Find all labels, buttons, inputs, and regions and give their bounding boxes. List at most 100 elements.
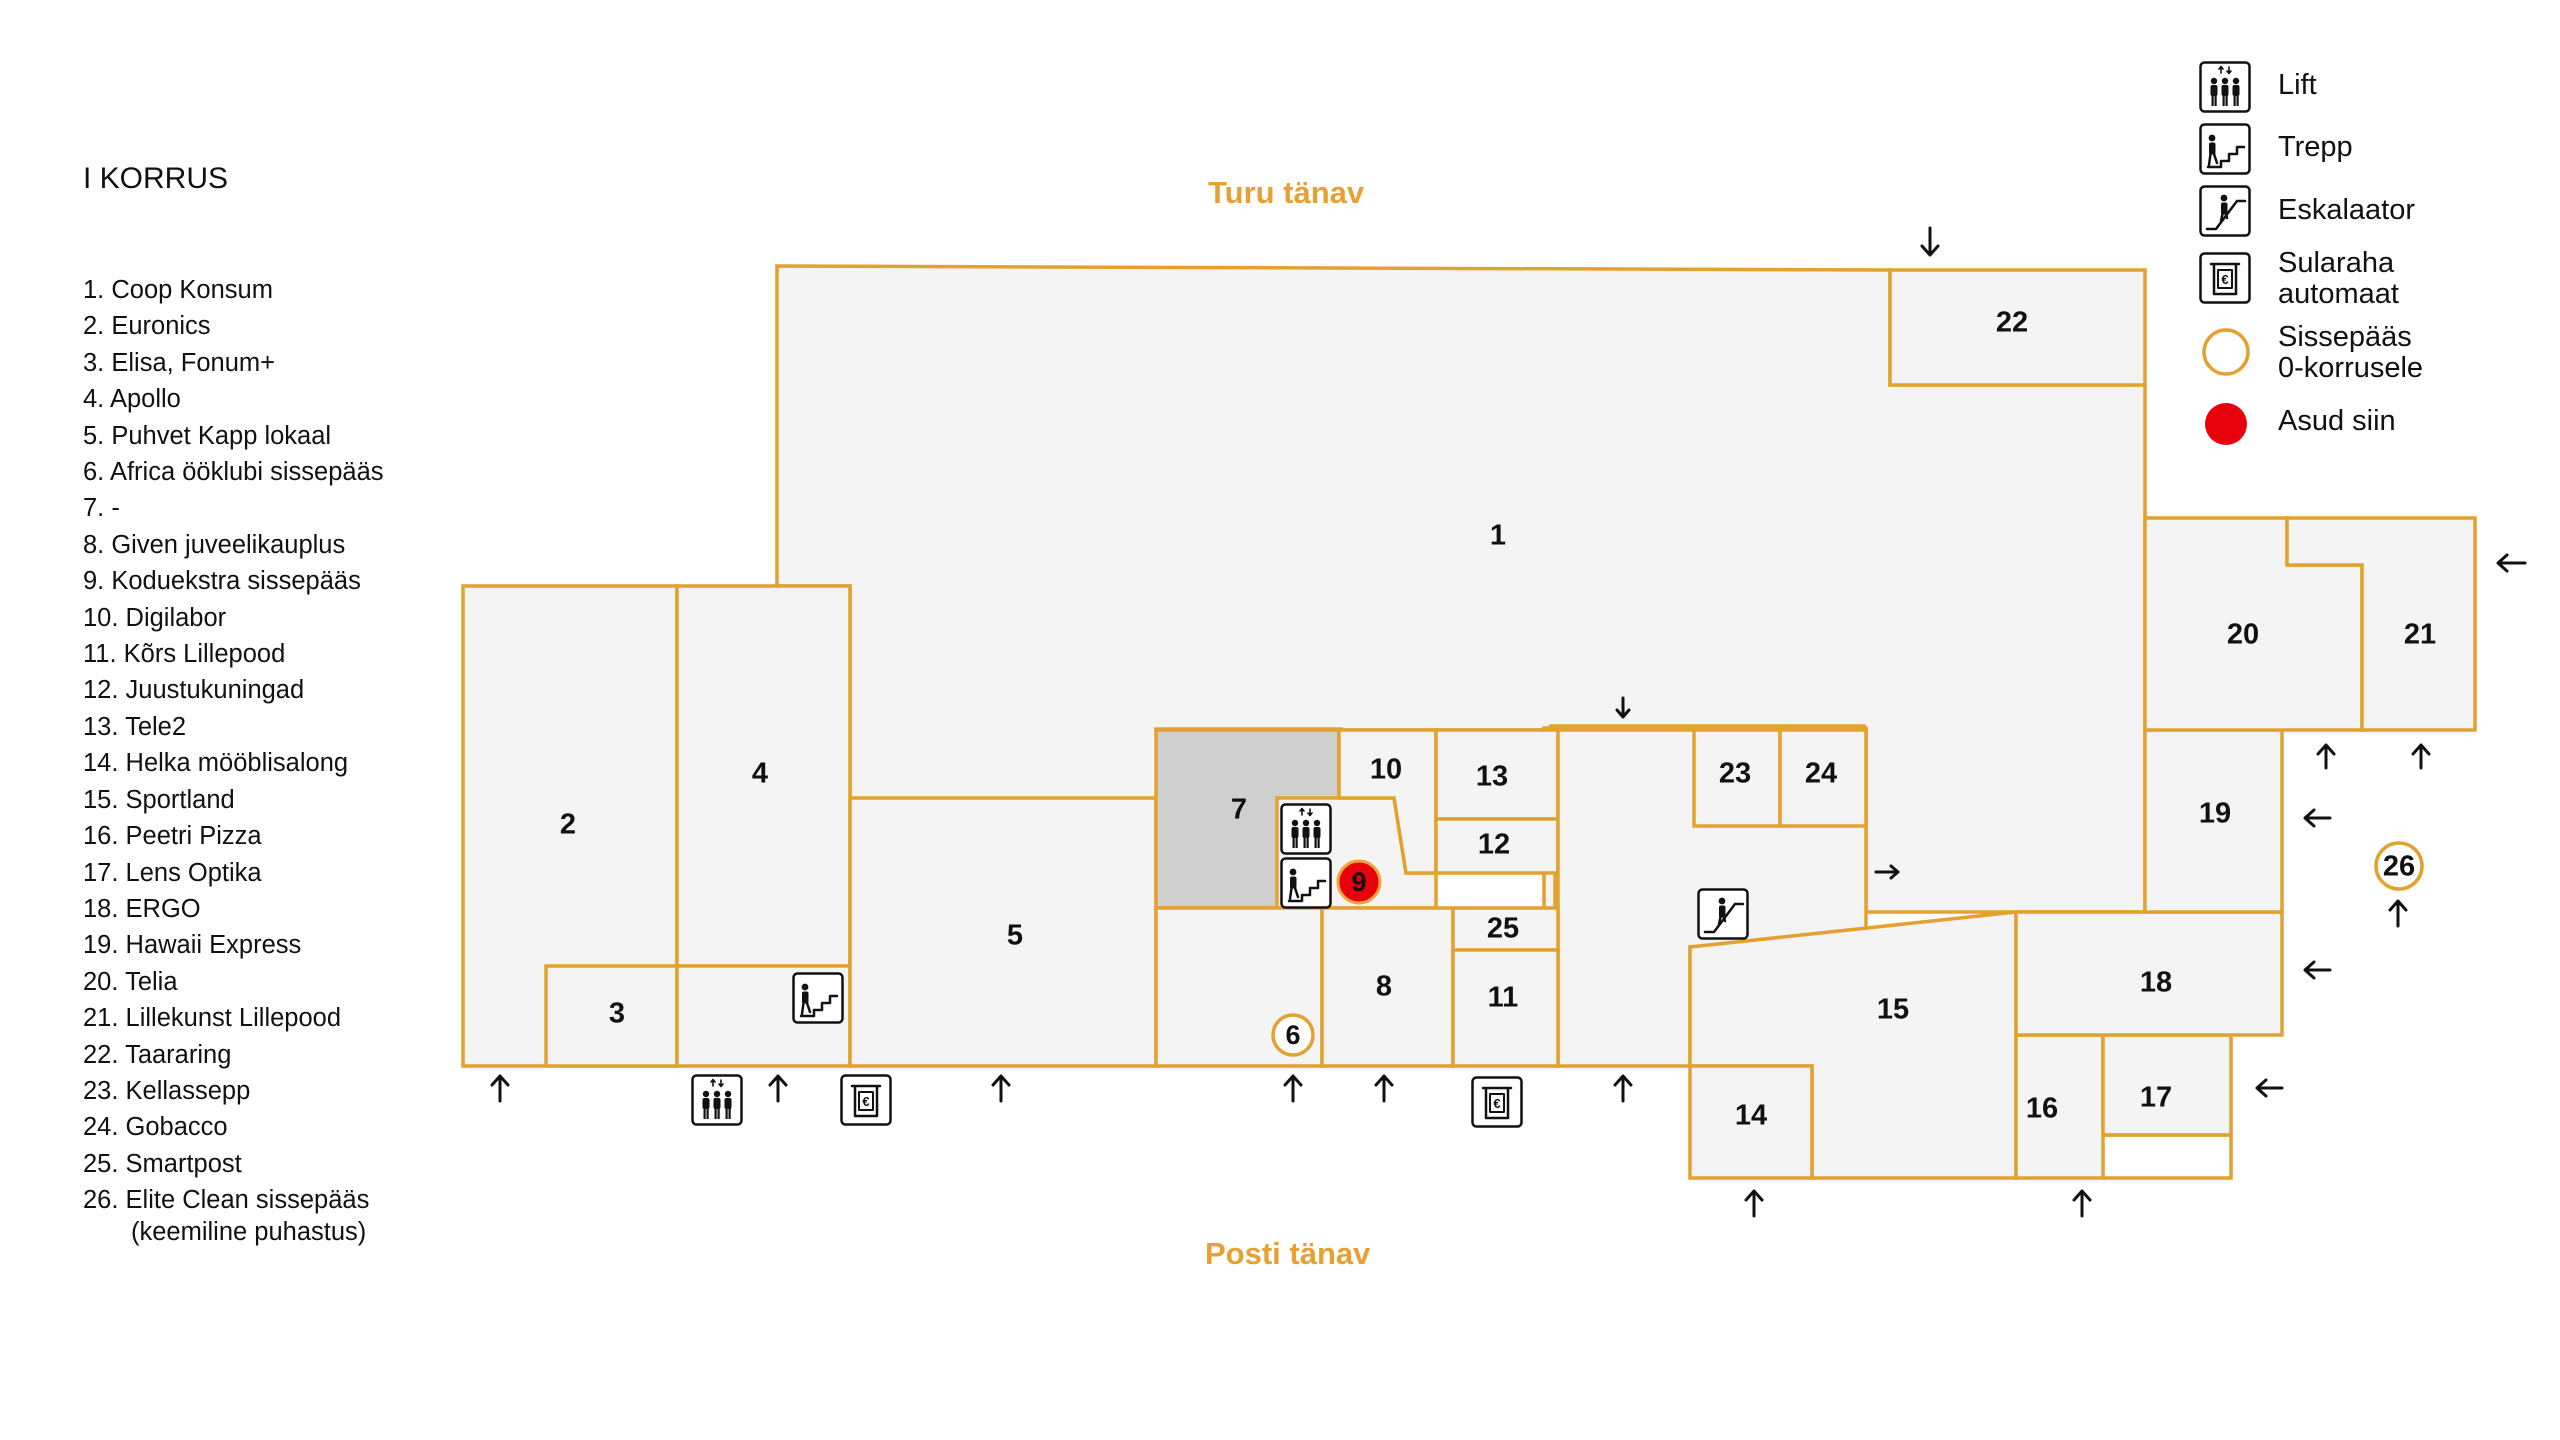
entrance-ring-6[interactable]: 6 (1271, 1013, 1315, 1057)
list-item[interactable]: 7. - (83, 494, 120, 523)
label-room-2: 2 (560, 809, 576, 841)
list-item[interactable]: 24. Gobacco (83, 1113, 228, 1142)
list-item[interactable]: 26. Elite Clean sissepääs (keemiline puh… (83, 1182, 384, 1244)
room-8[interactable] (1320, 906, 1455, 1068)
escalator-icon[interactable] (1697, 888, 1749, 940)
atm-icon[interactable] (840, 1074, 892, 1126)
entrance-ring-icon (2202, 328, 2250, 376)
legend-stairs-label: Trepp (2278, 131, 2353, 163)
street-label-top: Turu tänav (1208, 175, 1365, 210)
room-21[interactable] (2285, 516, 2477, 732)
legend-lift-label: Lift (2278, 69, 2317, 101)
list-item[interactable]: 22. Taararing (83, 1040, 232, 1069)
legend-icons (2199, 61, 2251, 445)
list-item[interactable]: 23. Kellassepp (83, 1076, 251, 1105)
list-item[interactable]: 3. Elisa, Fonum+ (83, 348, 276, 377)
list-item[interactable]: 17. Lens Optika (83, 858, 262, 887)
label-room-17: 17 (2140, 1082, 2172, 1114)
list-item[interactable]: 19. Hawaii Express (83, 931, 302, 960)
list-item[interactable]: 12. Juustukuningad (83, 676, 305, 705)
legend-entrance-line-2: 0-korrusele (2278, 352, 2424, 384)
rooms (461, 264, 2477, 1180)
lift-icon[interactable] (1280, 803, 1332, 855)
entrance-arrow-icon (2496, 553, 2527, 573)
list-item[interactable]: 1. Coop Konsum (83, 276, 273, 304)
escalator-icon (2199, 185, 2251, 237)
street-label-bottom: Posti tänav (1205, 1236, 1371, 1271)
label-room-19: 19 (2199, 798, 2231, 830)
room-4[interactable] (675, 584, 852, 968)
room-3[interactable] (544, 964, 679, 1068)
list-item[interactable]: 13. Tele2 (83, 712, 187, 741)
label-room-18: 18 (2140, 967, 2172, 999)
atm-icon[interactable] (1471, 1076, 1523, 1128)
entrance-arrow-icon (2303, 808, 2332, 828)
list-item-sublabel: (keemiline puhastus) (131, 1217, 367, 1246)
entrance-arrow-icon (1615, 696, 1631, 719)
room-18[interactable] (2014, 910, 2284, 1037)
legend-atm-line-2: automaat (2278, 278, 2399, 310)
room-14[interactable] (1688, 1064, 1814, 1180)
label-room-7: 7 (1231, 794, 1247, 826)
list-item-highlighted[interactable]: 9. Koduekstra sissepääs (80, 563, 384, 599)
list-item[interactable]: 18. ERGO (83, 894, 201, 923)
entrance-arrow-icon (1874, 864, 1900, 880)
label-room-20: 20 (2227, 619, 2259, 651)
tenant-list: 1. Coop Konsum 2. Euronics 3. Elisa, Fon… (80, 272, 384, 1245)
entrance-arrow-icon (490, 1074, 510, 1103)
list-item[interactable]: 8. Given juveelikauplus (83, 530, 346, 559)
lift-icon[interactable] (691, 1074, 743, 1126)
room-24[interactable] (1778, 728, 1868, 828)
label-room-12: 12 (1478, 829, 1510, 861)
label-room-21: 21 (2404, 619, 2436, 651)
label-room-5: 5 (1007, 920, 1023, 952)
legend-entrance-line-1: Sissepääs (2278, 321, 2412, 353)
list-item[interactable]: 16. Peetri Pizza (83, 822, 262, 851)
legend-escalator-label: Eskalaator (2278, 194, 2416, 226)
list-item[interactable]: 14. Helka mööblisalong (83, 749, 349, 778)
list-item[interactable]: 2. Euronics (83, 312, 211, 341)
list-item[interactable]: 6. Africa ööklubi sissepääs (83, 458, 384, 487)
label-room-8: 8 (1376, 971, 1392, 1003)
list-item[interactable]: 4. Apollo (83, 385, 181, 414)
label-room-3: 3 (609, 998, 625, 1030)
you-are-here-dot (2205, 403, 2247, 445)
list-item[interactable]: 21. Lillekunst Lillepood (83, 1004, 342, 1033)
legend-entrance-label: Sissepääs 0-korrusele (2278, 322, 2423, 384)
list-item-label: 26. Elite Clean sissepääs (83, 1186, 370, 1215)
entrance-arrow-icon (2411, 743, 2431, 770)
label-room-24: 24 (1805, 758, 1837, 790)
list-item[interactable]: 10. Digilabor (83, 603, 227, 632)
room-17[interactable] (2101, 1033, 2233, 1137)
label-room-22: 22 (1996, 307, 2028, 339)
stairs-icon[interactable] (1280, 857, 1332, 909)
entrance-arrow-icon (2255, 1078, 2284, 1098)
room-22[interactable] (1888, 268, 2147, 387)
list-item[interactable]: 15. Sportland (83, 785, 235, 814)
label-room-6: 6 (1285, 1020, 1300, 1050)
room-16[interactable] (2014, 1033, 2105, 1180)
you-are-here-marker: 9 (1336, 859, 1382, 905)
entrance-arrow-icon (991, 1074, 1011, 1103)
room-1-lower-fill (852, 730, 1156, 797)
entrance-arrow-icon (1613, 1074, 1633, 1103)
stairs-icon[interactable] (792, 972, 844, 1024)
entrance-arrow-icon (2316, 743, 2336, 770)
entrance-ring-26[interactable]: 26 (2374, 841, 2424, 891)
label-room-11: 11 (1488, 982, 1519, 1014)
list-item[interactable]: 5. Puhvet Kapp lokaal (83, 421, 332, 450)
entrance-arrow-icon (1374, 1074, 1394, 1103)
list-item[interactable]: 11. Kõrs Lillepood (83, 640, 286, 669)
legend-atm-label: Sularaha automaat (2278, 248, 2399, 310)
list-item[interactable]: 25. Smartpost (83, 1149, 242, 1178)
list-item[interactable]: 20. Telia (83, 967, 178, 996)
label-room-15: 15 (1877, 994, 1909, 1026)
entrance-arrow-icon (2388, 899, 2408, 928)
label-room-25: 25 (1487, 913, 1519, 945)
entrance-arrow-icon (2303, 960, 2332, 980)
room-11[interactable] (1451, 948, 1560, 1068)
entrance-arrow-icon (2072, 1189, 2092, 1218)
room-5[interactable] (848, 796, 1158, 1068)
entrance-arrow-icon (1920, 226, 1940, 257)
